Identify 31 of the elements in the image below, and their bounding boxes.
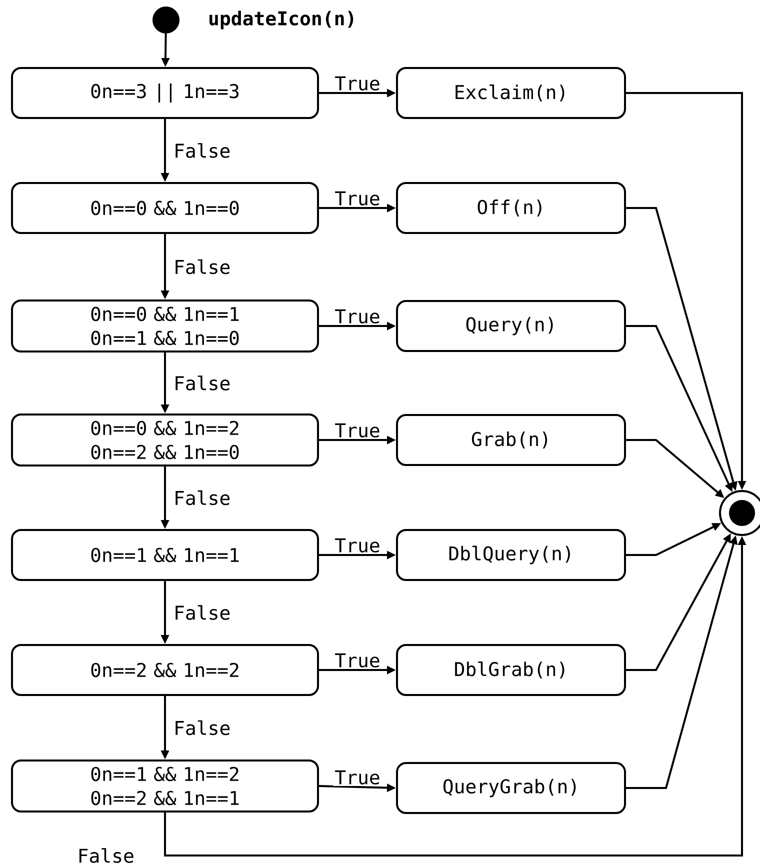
end-node [719,490,760,536]
condition-box: 0n==0 && 1n==2 0n==2 && 1n==0 [11,414,319,467]
action-box: Query(n) [396,300,626,352]
edge-label: False [172,374,232,392]
condition-box: 0n==1 && 1n==2 0n==2 && 1n==1 [11,760,319,813]
edge-label: False [172,718,232,737]
condition-box: 0n==0 && 1n==0 [11,182,319,234]
action-box: Grab(n) [396,414,626,466]
start-node [152,6,180,34]
edge-label: True [333,308,382,325]
action-box: DblQuery(n) [396,529,626,581]
edge-label: False [172,258,232,276]
condition-box: 0n==1 && 1n==1 [11,529,319,581]
action-box: Exclaim(n) [396,67,626,119]
edge-label: True [333,190,382,207]
edge-label: False [172,604,232,622]
condition-box: 0n==0 && 1n==1 0n==1 && 1n==0 [11,299,319,353]
action-box: QueryGrab(n) [396,762,626,814]
start-label: updateIcon(n) [209,10,354,30]
condition-box: 0n==2 && 1n==2 [11,644,319,696]
edge-label: True [333,74,382,92]
action-box: Off(n) [396,182,626,234]
edge-label: True [333,422,382,439]
edge-label: True [333,536,382,554]
edge-label: False [172,142,232,160]
edge-label: True [333,652,382,669]
condition-box: 0n==3 || 1n==3 [11,67,319,119]
edge-label: False [76,846,136,864]
edge-label: False [172,488,232,507]
action-box: DblGrab(n) [396,644,626,696]
edge-label: True [333,768,382,786]
